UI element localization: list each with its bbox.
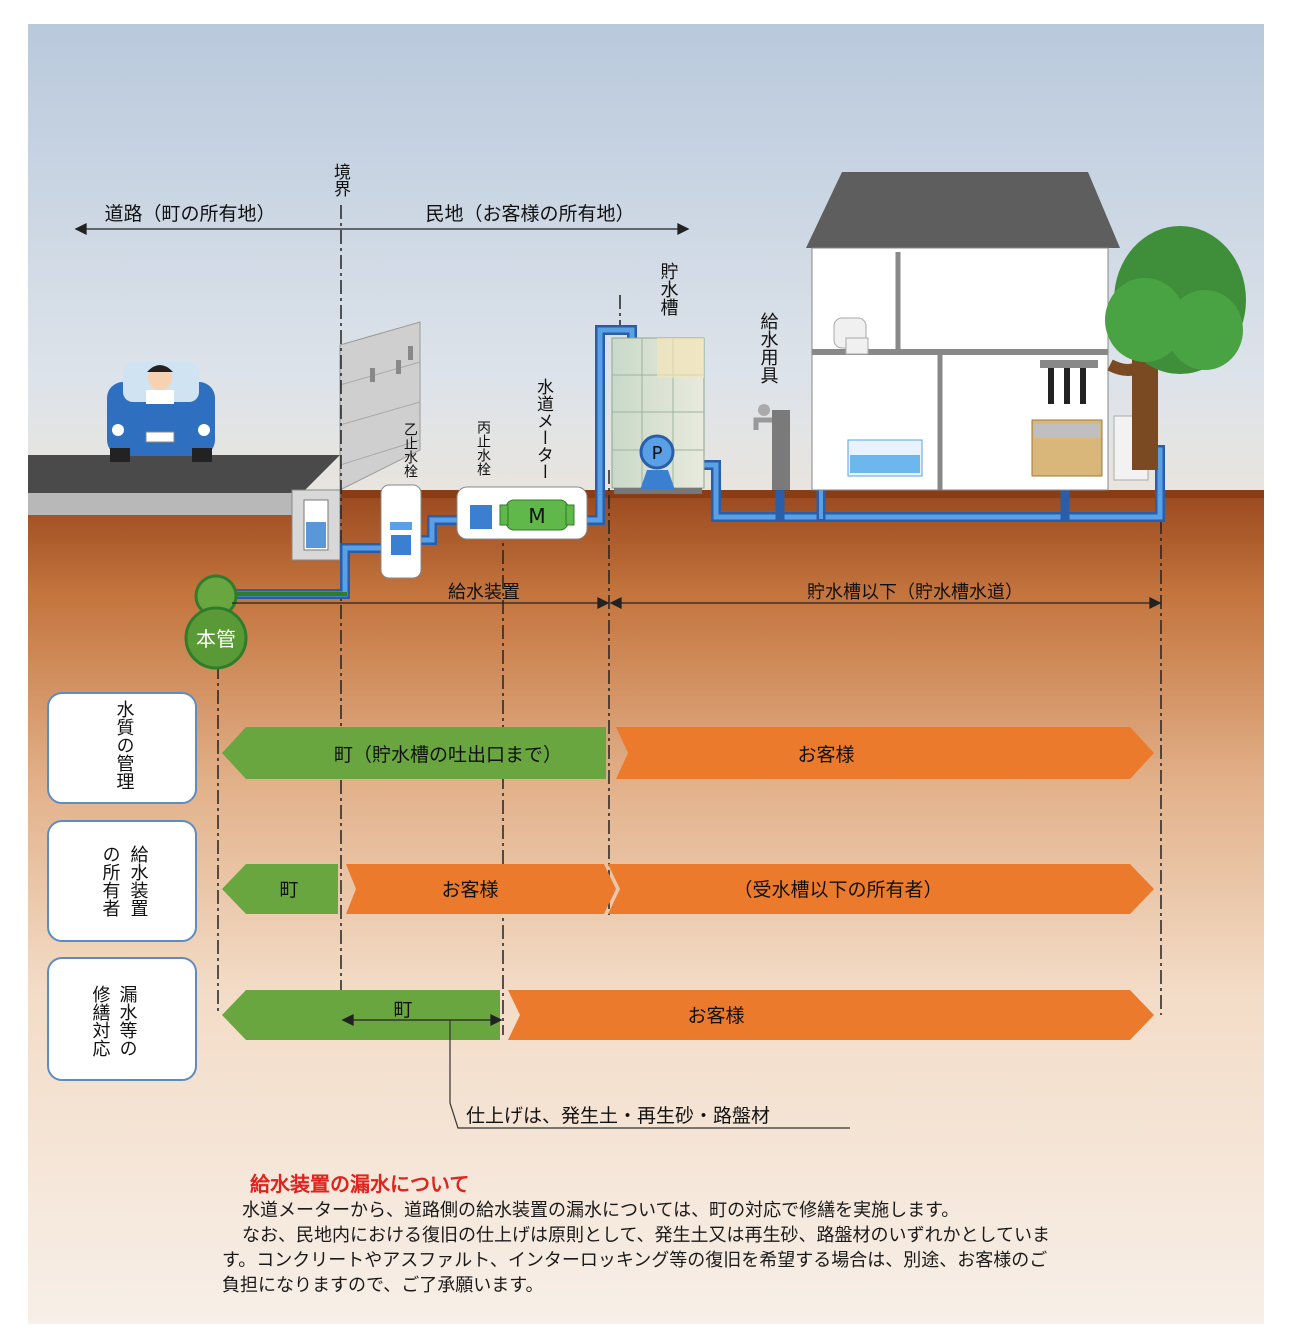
road-edge bbox=[28, 493, 318, 515]
supply-fixture-label: 給水用具 bbox=[758, 312, 779, 384]
row1-customer-bar bbox=[616, 727, 1154, 779]
row2-segment-town: 町 bbox=[279, 879, 298, 901]
valve-c-meter-box bbox=[456, 486, 588, 540]
main-pipe-label: 本管 bbox=[196, 627, 236, 651]
pump bbox=[639, 434, 675, 490]
tree bbox=[1105, 226, 1246, 470]
row2-segment-customer: お客様 bbox=[441, 879, 498, 901]
car-illustration bbox=[107, 362, 215, 462]
row2-segment-owner: （受水槽以下の所有者） bbox=[733, 879, 942, 901]
below-tank-label: 貯水槽以下（貯水槽水道） bbox=[807, 582, 1023, 603]
meter-symbol: M bbox=[528, 504, 545, 528]
row1-segment-customer: お客様 bbox=[797, 744, 854, 766]
row1-segment-town: 町（貯水槽の吐出口まで） bbox=[334, 744, 562, 766]
storage-tank-label: 貯水槽 bbox=[658, 262, 679, 316]
row3-customer-bar bbox=[508, 990, 1154, 1040]
road-label: 道路（町の所有地） bbox=[104, 203, 275, 225]
row3-town-span-arrow bbox=[341, 1013, 503, 1027]
pump-symbol: P bbox=[652, 443, 663, 464]
valve-c-label: 丙止水栓 bbox=[475, 420, 491, 476]
storage-tank bbox=[611, 337, 705, 494]
row3-inner-town: 町 bbox=[393, 999, 412, 1021]
road bbox=[28, 455, 340, 495]
outdoor-faucet bbox=[753, 404, 790, 490]
ownership-arrows bbox=[74, 222, 690, 236]
row2-owner-bar bbox=[608, 864, 1154, 914]
finish-note: 仕上げは、発生土・再生砂・路盤材 bbox=[466, 1105, 770, 1127]
row2-header-line1: 給水装置 bbox=[128, 845, 149, 917]
notice-paragraph2-line3: 負担になりますので、ご了承願います。 bbox=[222, 1275, 544, 1296]
house bbox=[806, 172, 1149, 491]
private-land-label: 民地（お客様の所有地） bbox=[425, 203, 634, 225]
row2-header-line2: の所有者 bbox=[100, 845, 121, 917]
notice-paragraph1: 水道メーターから、道路側の給水装置の漏水については、町の対応で修繕を実施します。 bbox=[242, 1200, 960, 1221]
notice-paragraph2-line2: す。コンクリートやアスファルト、インターロッキング等の復旧を希望する場合は、別途… bbox=[222, 1250, 1048, 1271]
notice-paragraph2-line1: なお、民地内における復旧の仕上げは原則として、発生土又は再生砂、路盤材のいずれか… bbox=[242, 1225, 1051, 1246]
notice-title: 給水装置の漏水について bbox=[250, 1172, 470, 1196]
row3-town-bar bbox=[222, 990, 500, 1040]
block-wall bbox=[339, 321, 421, 491]
water-meter-label: 水道メーター bbox=[533, 378, 554, 480]
row-headers bbox=[47, 692, 197, 1081]
section-arrows bbox=[232, 596, 1162, 610]
row2-town-bar bbox=[222, 864, 338, 914]
boundary-lines bbox=[217, 205, 1162, 1035]
row1-header: 水質の管理 bbox=[114, 700, 135, 790]
valve-b-label: 乙止水栓 bbox=[402, 422, 418, 478]
row3-segment-customer: お客様 bbox=[687, 1005, 744, 1027]
row3-header-line1: 漏水等の bbox=[117, 985, 138, 1057]
finish-note-leader bbox=[449, 1020, 850, 1129]
row2-customer-bar bbox=[346, 864, 616, 914]
row1-town-bar bbox=[222, 727, 606, 779]
supply-device-label: 給水装置 bbox=[448, 582, 520, 603]
valve-b bbox=[380, 484, 422, 579]
row3-header-line2: 修繕対応 bbox=[90, 985, 111, 1057]
boundary-label: 境界 bbox=[330, 163, 351, 197]
main-pipe bbox=[184, 574, 248, 670]
